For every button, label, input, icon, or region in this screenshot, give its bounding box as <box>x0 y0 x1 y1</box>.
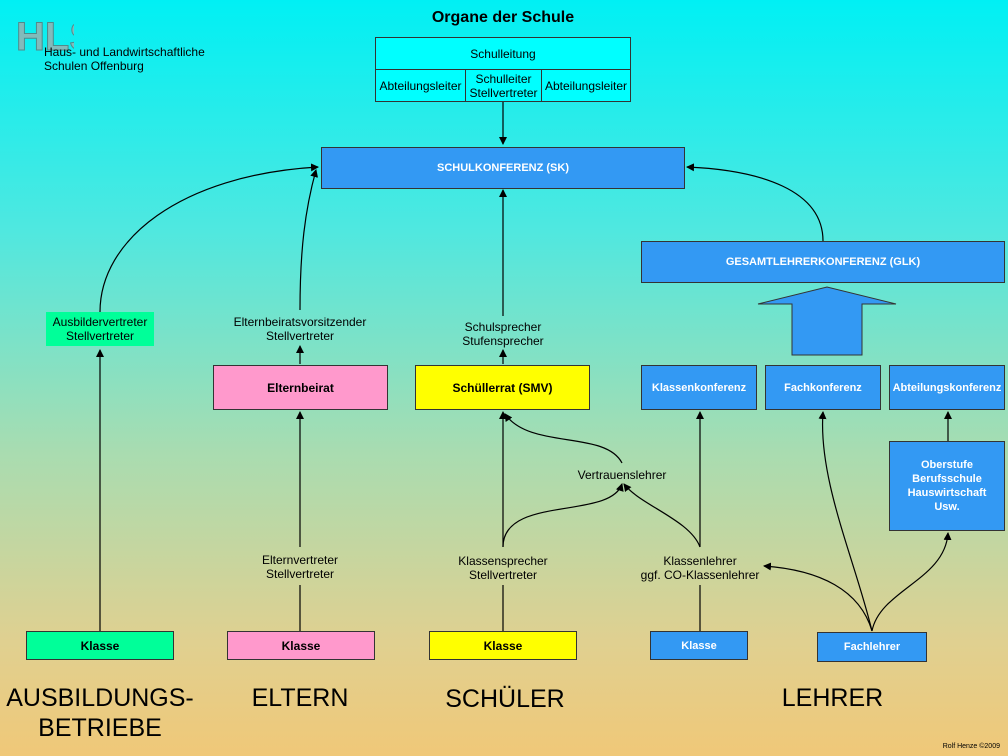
klasse-schueler-box: Klasse <box>429 631 577 660</box>
schulsprecher-label: Schulsprecher Stufensprecher <box>462 320 544 348</box>
gesamtlehrerkonferenz-box: GESAMTLEHRERKONFERENZ (GLK) <box>641 241 1005 283</box>
group-label-betriebe: AUSBILDUNGS- BETRIEBE <box>6 684 194 742</box>
arrow-fachlehrer-fachkonferenz <box>818 411 873 632</box>
arrow-fachlehrer-klassenlehrer <box>763 562 873 632</box>
group-label-eltern: ELTERN <box>251 684 349 712</box>
klasse-lehrer-box: Klasse <box>650 631 748 660</box>
schulleiter-stellvertreter-box: Schulleiter Stellvertreter <box>465 69 542 102</box>
schulleitung-box: Schulleitung <box>375 37 631 70</box>
arrow-elternvors-sk <box>299 169 319 311</box>
fachkonferenz-box: Fachkonferenz <box>765 365 881 410</box>
klassenlehrer-label: Klassenlehrer ggf. CO-Klassenlehrer <box>640 554 760 582</box>
abteilungskonferenz-box: Abteilungskonferenz <box>889 365 1005 410</box>
school-logo-icon: HLS <box>16 15 75 60</box>
organization-name: Haus- und Landwirtschaftliche Schulen Of… <box>44 45 205 73</box>
elternbeiratsvorsitzender-label: Elternbeiratsvorsitzender Stellvertreter <box>233 315 367 343</box>
klassenkonferenz-box: Klassenkonferenz <box>641 365 757 410</box>
abteilungsleiter-left-box: Abteilungsleiter <box>375 69 466 102</box>
page-title: Organe der Schule <box>431 9 575 26</box>
arrow-klassensprecher-vertrauen <box>502 483 624 548</box>
group-label-lehrer: LEHRER <box>781 684 884 712</box>
arrow-glk-sk <box>686 163 824 242</box>
schulkonferenz-box: SCHULKONFERENZ (SK) <box>321 147 685 189</box>
abteilungsleiter-right-box: Abteilungsleiter <box>541 69 631 102</box>
elternbeirat-box: Elternbeirat <box>213 365 388 410</box>
big-up-arrow-icon <box>757 286 897 356</box>
ausbildervertreter-box: Ausbildervertreter Stellvertreter <box>46 312 154 346</box>
fachlehrer-box: Fachlehrer <box>817 632 927 662</box>
schuellerrat-box: Schüllerrat (SMV) <box>415 365 590 410</box>
arrow-fachlehrer-abteilungen <box>871 532 952 632</box>
klasse-betriebe-box: Klasse <box>26 631 174 660</box>
klasse-eltern-box: Klasse <box>227 631 375 660</box>
abteilungen-box: Oberstufe Berufsschule Hauswirtschaft Us… <box>889 441 1005 531</box>
klassensprecher-label: Klassensprecher Stellvertreter <box>458 554 548 582</box>
elternvertreter-label: Elternvertreter Stellvertreter <box>261 553 339 581</box>
arrow-klassenlehrer-vertrauen <box>623 483 701 548</box>
group-label-schueler: SCHÜLER <box>445 685 565 713</box>
logo-letters: HLS <box>16 15 74 59</box>
arrow-ausbilder-sk <box>99 163 319 313</box>
vertrauenslehrer-label: Vertrauenslehrer <box>577 468 667 482</box>
author-credit: Rolf Henze ©2009 <box>942 743 1000 750</box>
arrow-vertrauenslehrer-smv <box>504 413 623 464</box>
